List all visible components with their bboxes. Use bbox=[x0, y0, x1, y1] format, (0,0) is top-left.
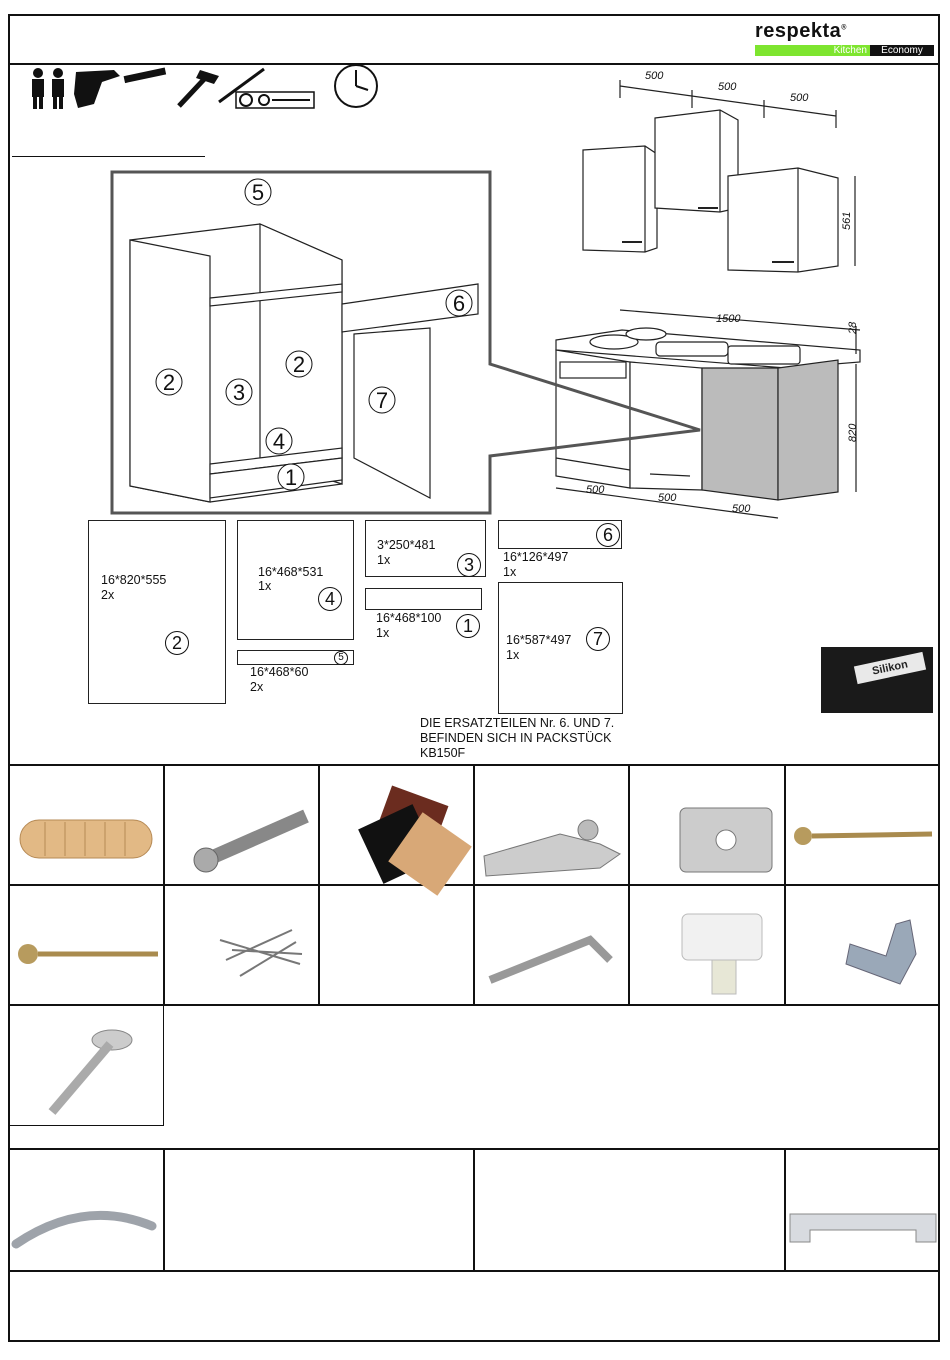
color-samples-icon bbox=[358, 786, 472, 896]
brand-mark: ® bbox=[841, 24, 847, 31]
wooden-dowel-icon bbox=[20, 820, 152, 858]
part-2-number: 2 bbox=[165, 631, 189, 655]
part-6-qty: 1x bbox=[503, 565, 516, 579]
hinge-icon bbox=[484, 820, 620, 876]
part-2-qty: 2x bbox=[101, 588, 114, 602]
part-1-number: 1 bbox=[456, 614, 480, 638]
tools-row bbox=[14, 64, 394, 114]
part-3-size: 3*250*481 bbox=[377, 538, 435, 552]
allen-key-icon bbox=[490, 940, 610, 980]
angle-bracket-icon bbox=[846, 920, 916, 984]
part-6-number: 6 bbox=[596, 523, 620, 547]
part-3-number: 3 bbox=[457, 553, 481, 577]
part-5-panel: 5 bbox=[237, 650, 354, 665]
exploded-label-7: 7 bbox=[376, 388, 388, 413]
note-line-2: BEFINDEN SICH IN PACKSTÜCK bbox=[420, 731, 614, 746]
part-5-size: 16*468*60 bbox=[250, 665, 308, 679]
exploded-label-2a: 2 bbox=[163, 370, 175, 395]
exploded-label-3: 3 bbox=[233, 380, 245, 405]
part-1-panel bbox=[365, 588, 482, 610]
part-1-qty: 1x bbox=[376, 626, 389, 640]
hinge-plate-icon bbox=[680, 808, 772, 872]
dim-lower-3: 500 bbox=[732, 503, 751, 515]
part-7-number: 7 bbox=[586, 627, 610, 651]
note-line-3: KB150F bbox=[420, 746, 614, 761]
part-4-panel: 16*468*531 1x 4 bbox=[237, 520, 354, 640]
note-line-1: DIE ERSATZTEILEN Nr. 6. UND 7. bbox=[420, 716, 614, 731]
part-3-panel: 3*250*481 1x 3 bbox=[365, 520, 486, 577]
part-4-number: 4 bbox=[318, 587, 342, 611]
part-1-size: 16*468*100 bbox=[376, 611, 441, 625]
brand-economy: Economy bbox=[870, 45, 934, 56]
exploded-label-1: 1 bbox=[285, 465, 297, 490]
brand-name: respekta bbox=[755, 20, 841, 42]
part-5-number: 5 bbox=[334, 651, 348, 665]
clock-icon bbox=[335, 65, 377, 107]
shelf-support-icon bbox=[682, 914, 762, 994]
dim-upper-3: 500 bbox=[790, 92, 809, 104]
nails-icon bbox=[220, 930, 302, 976]
bar-handle-icon bbox=[790, 1214, 936, 1242]
washer-head-screw-icon bbox=[52, 1030, 132, 1112]
confirmat-screw-icon bbox=[194, 816, 306, 872]
exploded-label-6: 6 bbox=[453, 291, 465, 316]
exploded-view: 5 2 3 2 4 1 7 6 bbox=[110, 168, 710, 518]
silicone-gun-icon: Silikon bbox=[821, 647, 933, 713]
drill-icon bbox=[74, 70, 120, 108]
part-4-size: 16*468*531 bbox=[258, 565, 323, 579]
spare-parts-note: DIE ERSATZTEILEN Nr. 6. UND 7. BEFINDEN … bbox=[420, 716, 614, 761]
hammer-icon bbox=[179, 70, 219, 106]
dim-upper-2: 500 bbox=[718, 81, 737, 93]
dim-upper-1: 500 bbox=[645, 70, 664, 82]
exploded-label-5: 5 bbox=[252, 180, 264, 205]
title-underline bbox=[12, 156, 205, 157]
part-3-qty: 1x bbox=[377, 553, 390, 567]
part-7-panel: 16*587*497 1x 7 bbox=[498, 582, 623, 714]
hardware-icons bbox=[0, 764, 950, 1274]
dim-upper-height: 561 bbox=[841, 212, 853, 230]
part-2-size: 16*820*555 bbox=[101, 573, 166, 587]
brand-logo: respekta® Kitchen Economy bbox=[755, 20, 934, 56]
part-7-qty: 1x bbox=[506, 648, 519, 662]
wood-screw-icon bbox=[794, 827, 932, 845]
exploded-label-2b: 2 bbox=[293, 352, 305, 377]
bow-handle-icon bbox=[16, 1215, 152, 1244]
screwdriver-bit-icon bbox=[124, 68, 167, 84]
dim-lower-height: 820 bbox=[847, 423, 859, 442]
brand-kitchen: Kitchen bbox=[755, 45, 870, 56]
part-6-size: 16*126*497 bbox=[503, 550, 568, 564]
wood-screw-long-icon bbox=[18, 944, 158, 964]
two-persons-icon bbox=[32, 68, 64, 109]
part-6-panel: 6 bbox=[498, 520, 622, 549]
part-5-qty: 2x bbox=[250, 680, 263, 694]
dim-width: 1500 bbox=[716, 313, 741, 325]
part-7-size: 16*587*497 bbox=[506, 633, 571, 647]
part-4-qty: 1x bbox=[258, 579, 271, 593]
exploded-label-4: 4 bbox=[273, 429, 285, 454]
dim-counter-thickness: 28 bbox=[847, 321, 859, 335]
part-2-panel: 16*820*555 2x 2 bbox=[88, 520, 226, 704]
screwdriver-icon bbox=[219, 69, 314, 108]
silicone-label: Silikon bbox=[854, 652, 926, 684]
